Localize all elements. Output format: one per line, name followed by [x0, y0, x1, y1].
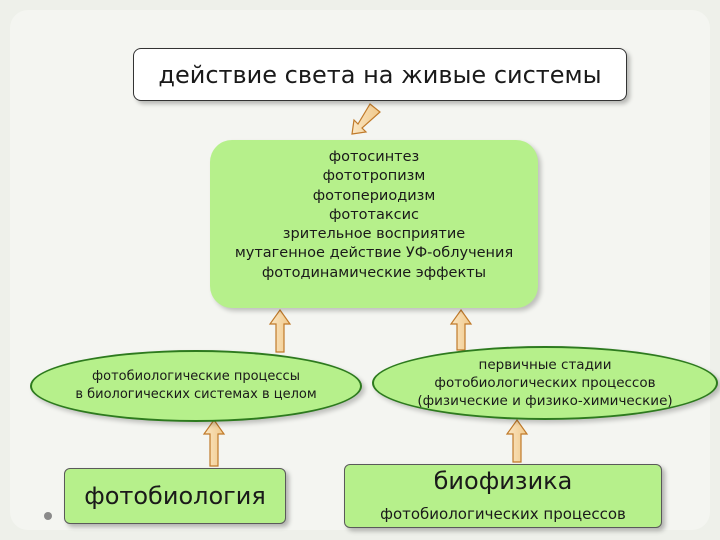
- diagram-title-text: действие света на живые системы: [158, 60, 602, 89]
- effect-item: фотосинтез: [328, 149, 420, 165]
- arrow-biophysics-to-right-oval: [505, 418, 529, 463]
- photobiological-processes-oval: фотобиологические процессы в биологическ…: [30, 350, 362, 422]
- arrow-photobiology-to-left-oval: [202, 418, 226, 467]
- effect-item: мутагенное действие УФ-облучения: [234, 245, 514, 262]
- oval-right-line-3: (физические и физико-химические): [417, 393, 673, 409]
- light-effects-box: фотосинтез фототропизм фотопериодизм фот…: [210, 140, 538, 308]
- arrow-right-oval-to-effects: [449, 308, 473, 351]
- biophysics-title: биофизика: [433, 467, 573, 495]
- effect-item: фототропизм: [322, 168, 426, 185]
- arrow-title-to-effects: [351, 103, 381, 135]
- biophysics-subtitle: фотобиологических процессов: [380, 505, 626, 523]
- oval-right-line-1: первичные стадии: [478, 357, 612, 373]
- oval-left-line-2: в биологических системах в целом: [75, 387, 317, 402]
- photobiology-label: фотобиология: [84, 482, 266, 510]
- effect-item: зрительное восприятие: [282, 226, 466, 243]
- arrow-left-oval-to-effects: [268, 308, 292, 353]
- bullet-dot: [44, 512, 52, 520]
- oval-right-line-2: фотобиологических процессов: [434, 375, 656, 391]
- effect-item: фотопериодизм: [312, 187, 436, 204]
- photobiology-box: фотобиология: [64, 468, 286, 524]
- oval-left-line-1: фотобиологические процессы: [92, 369, 300, 384]
- primary-stages-oval: первичные стадии фотобиологических проце…: [372, 346, 718, 420]
- effect-item: фототаксис: [328, 206, 420, 223]
- biophysics-box: биофизика фотобиологических процессов: [344, 464, 662, 528]
- diagram-title: действие света на живые системы: [133, 48, 627, 101]
- effect-item: фотодинамические эффекты: [261, 264, 487, 281]
